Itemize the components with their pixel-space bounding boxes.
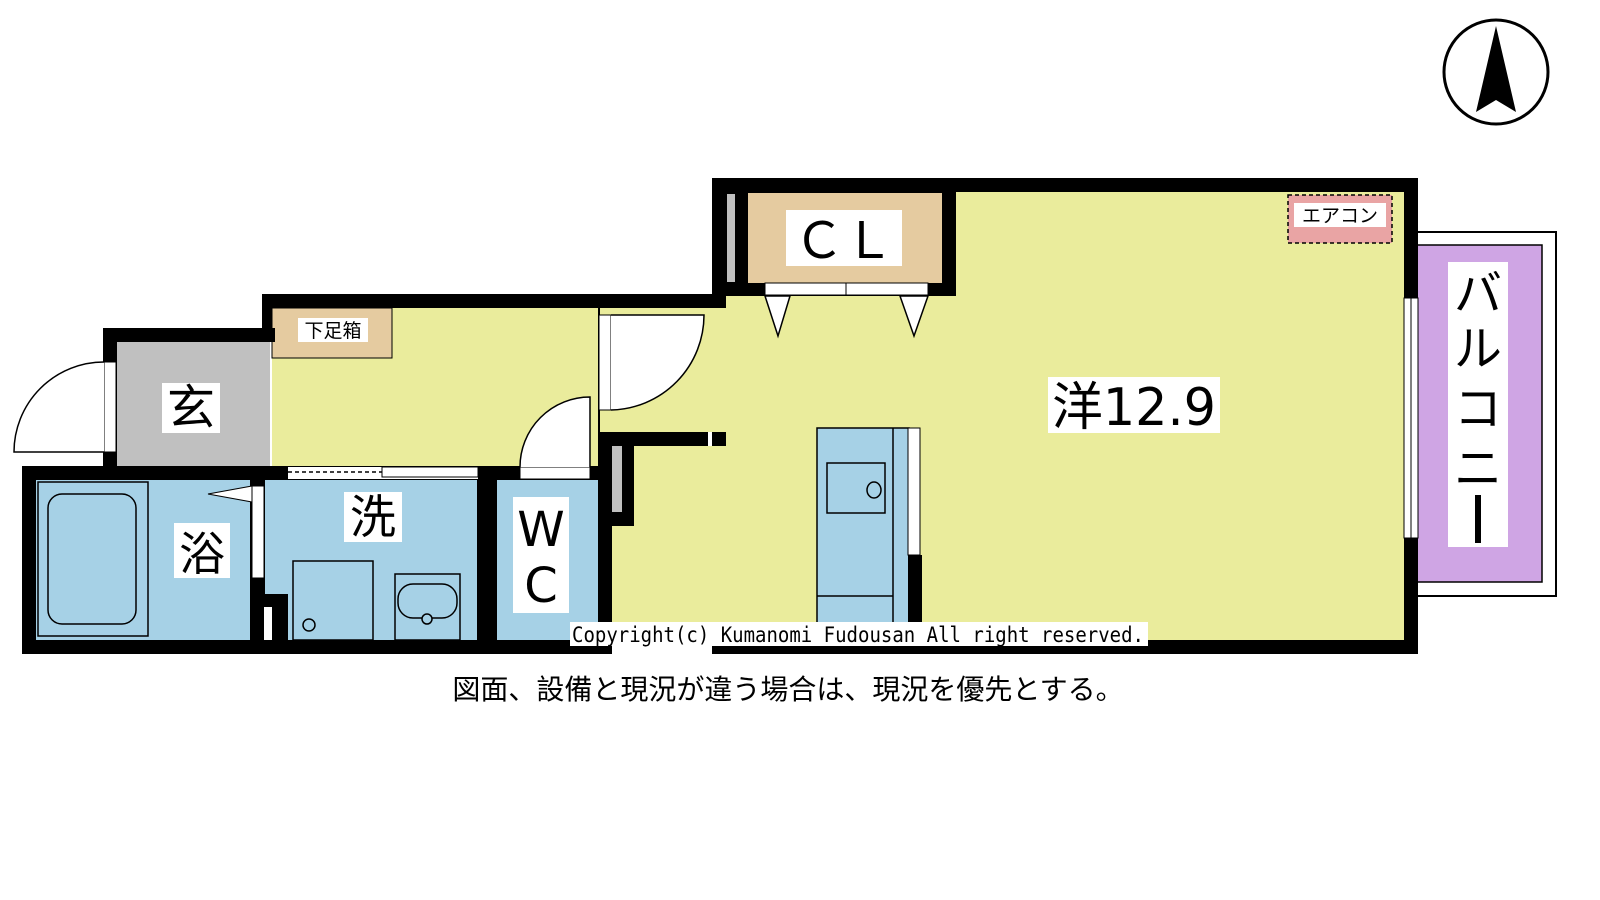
- entrance-label: 玄: [167, 380, 215, 436]
- shoe-box-label: 下足箱: [304, 320, 361, 342]
- washroom-label: 洗: [350, 490, 396, 544]
- kitchen-counter: [816, 427, 922, 641]
- balcony-label-2: ル: [1454, 321, 1502, 377]
- front-door[interactable]: [13, 361, 117, 453]
- balcony-label-5: [1475, 495, 1481, 543]
- closet-door[interactable]: [763, 282, 930, 339]
- balcony-label-1: バ: [1454, 266, 1502, 322]
- closet-label: ＣＬ: [794, 212, 894, 270]
- sink: [826, 462, 886, 514]
- copyright-text: Copyright(c) Kumanomi Fudousan All right…: [572, 623, 1144, 647]
- north-arrow-icon: [1442, 18, 1550, 126]
- bath-door[interactable]: [207, 485, 265, 579]
- balcony-label-4: ニ: [1454, 441, 1502, 497]
- bathtub: [37, 481, 149, 637]
- balcony: バ ル コ ニ: [1415, 231, 1557, 597]
- toilet-door[interactable]: [519, 396, 591, 480]
- western-room-label: 洋12.9: [1052, 378, 1216, 438]
- toilet-label-w: W: [517, 502, 564, 558]
- washroom-sliding-door[interactable]: [288, 466, 479, 479]
- washing-machine-space: [292, 560, 374, 641]
- aircon-label: エアコン: [1302, 205, 1378, 227]
- disclaimer-note: 図面、設備と現況が違う場合は、現況を優先とする。: [452, 673, 1124, 706]
- toilet-label-c: C: [524, 558, 558, 614]
- room-door[interactable]: [598, 314, 705, 411]
- bath-label: 浴: [179, 527, 225, 581]
- balcony-label-3: コ: [1454, 381, 1502, 437]
